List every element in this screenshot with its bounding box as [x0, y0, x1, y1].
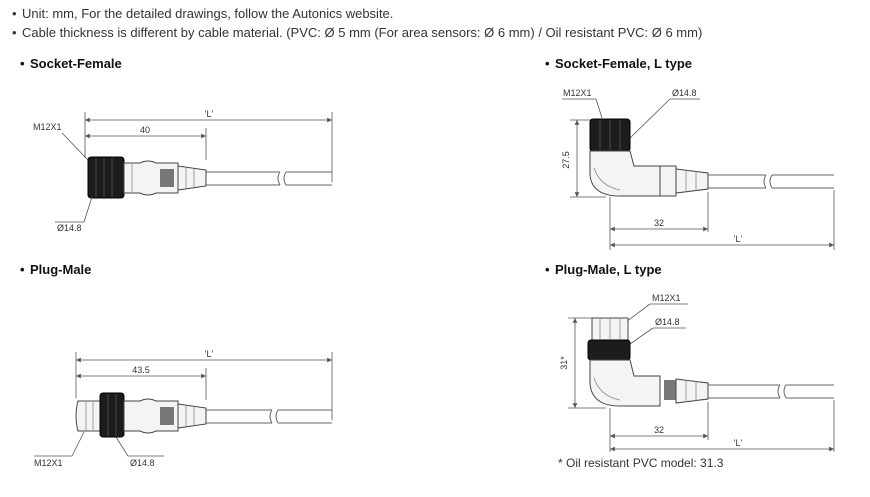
- drawing-socket-female: 'L' 40 M12X1 Ø14.8: [33, 109, 333, 233]
- note-unit-text: Unit: mm, For the detailed drawings, fol…: [22, 6, 394, 21]
- drawing-plug-male: 'L' 43.5 M12X1 Ø14.8: [34, 349, 333, 468]
- drawing-plug-male-l: M12X1 Ø14.8 31* 32 'L': [559, 293, 835, 452]
- logo-plate: [160, 407, 174, 425]
- dim-label-height: 27.5: [561, 151, 571, 169]
- logo-plate: [664, 380, 676, 400]
- dim-label-L: 'L': [205, 349, 214, 359]
- coupling-nut: [587, 339, 631, 361]
- note-unit: •Unit: mm, For the detailed drawings, fo…: [12, 6, 394, 21]
- section-title-socket-female: •Socket-Female: [20, 56, 122, 71]
- dim-label-43-5: 43.5: [132, 365, 150, 375]
- note-cable: •Cable thickness is different by cable m…: [12, 25, 703, 40]
- diameter-label: Ø14.8: [130, 458, 155, 468]
- dim-label-L: 'L': [734, 438, 743, 448]
- diameter-label: Ø14.8: [57, 223, 82, 233]
- drawing-socket-female-l: M12X1 Ø14.8 27.5 32 'L': [561, 88, 835, 250]
- connector-body: [589, 150, 661, 197]
- coupling-nut: [87, 156, 125, 199]
- section-title-plug-male: •Plug-Male: [20, 262, 92, 277]
- coupling-nut: [99, 392, 125, 438]
- diameter-label: Ø14.8: [655, 317, 680, 327]
- note-cable-text: Cable thickness is different by cable ma…: [22, 25, 703, 40]
- logo-plate: [160, 169, 174, 187]
- dim-label-32: 32: [654, 218, 664, 228]
- dim-label-height: 31*: [559, 356, 569, 370]
- male-thread: [75, 400, 101, 432]
- connector-body: [589, 359, 661, 407]
- dim-label-32: 32: [654, 425, 664, 435]
- section-title-plug-male-l: •Plug-Male, L type: [545, 262, 662, 277]
- thread-label: M12X1: [563, 88, 592, 98]
- dim-label-L: 'L': [734, 234, 743, 244]
- thread-label: M12X1: [34, 458, 63, 468]
- dim-label-40: 40: [140, 125, 150, 135]
- thread-label: M12X1: [652, 293, 681, 303]
- section-title-socket-female-l: •Socket-Female, L type: [545, 56, 693, 71]
- thread-label: M12X1: [33, 122, 62, 132]
- diameter-label: Ø14.8: [672, 88, 697, 98]
- dim-label-L: 'L': [205, 109, 214, 119]
- footnote-oil-resistant: * Oil resistant PVC model: 31.3: [558, 456, 724, 470]
